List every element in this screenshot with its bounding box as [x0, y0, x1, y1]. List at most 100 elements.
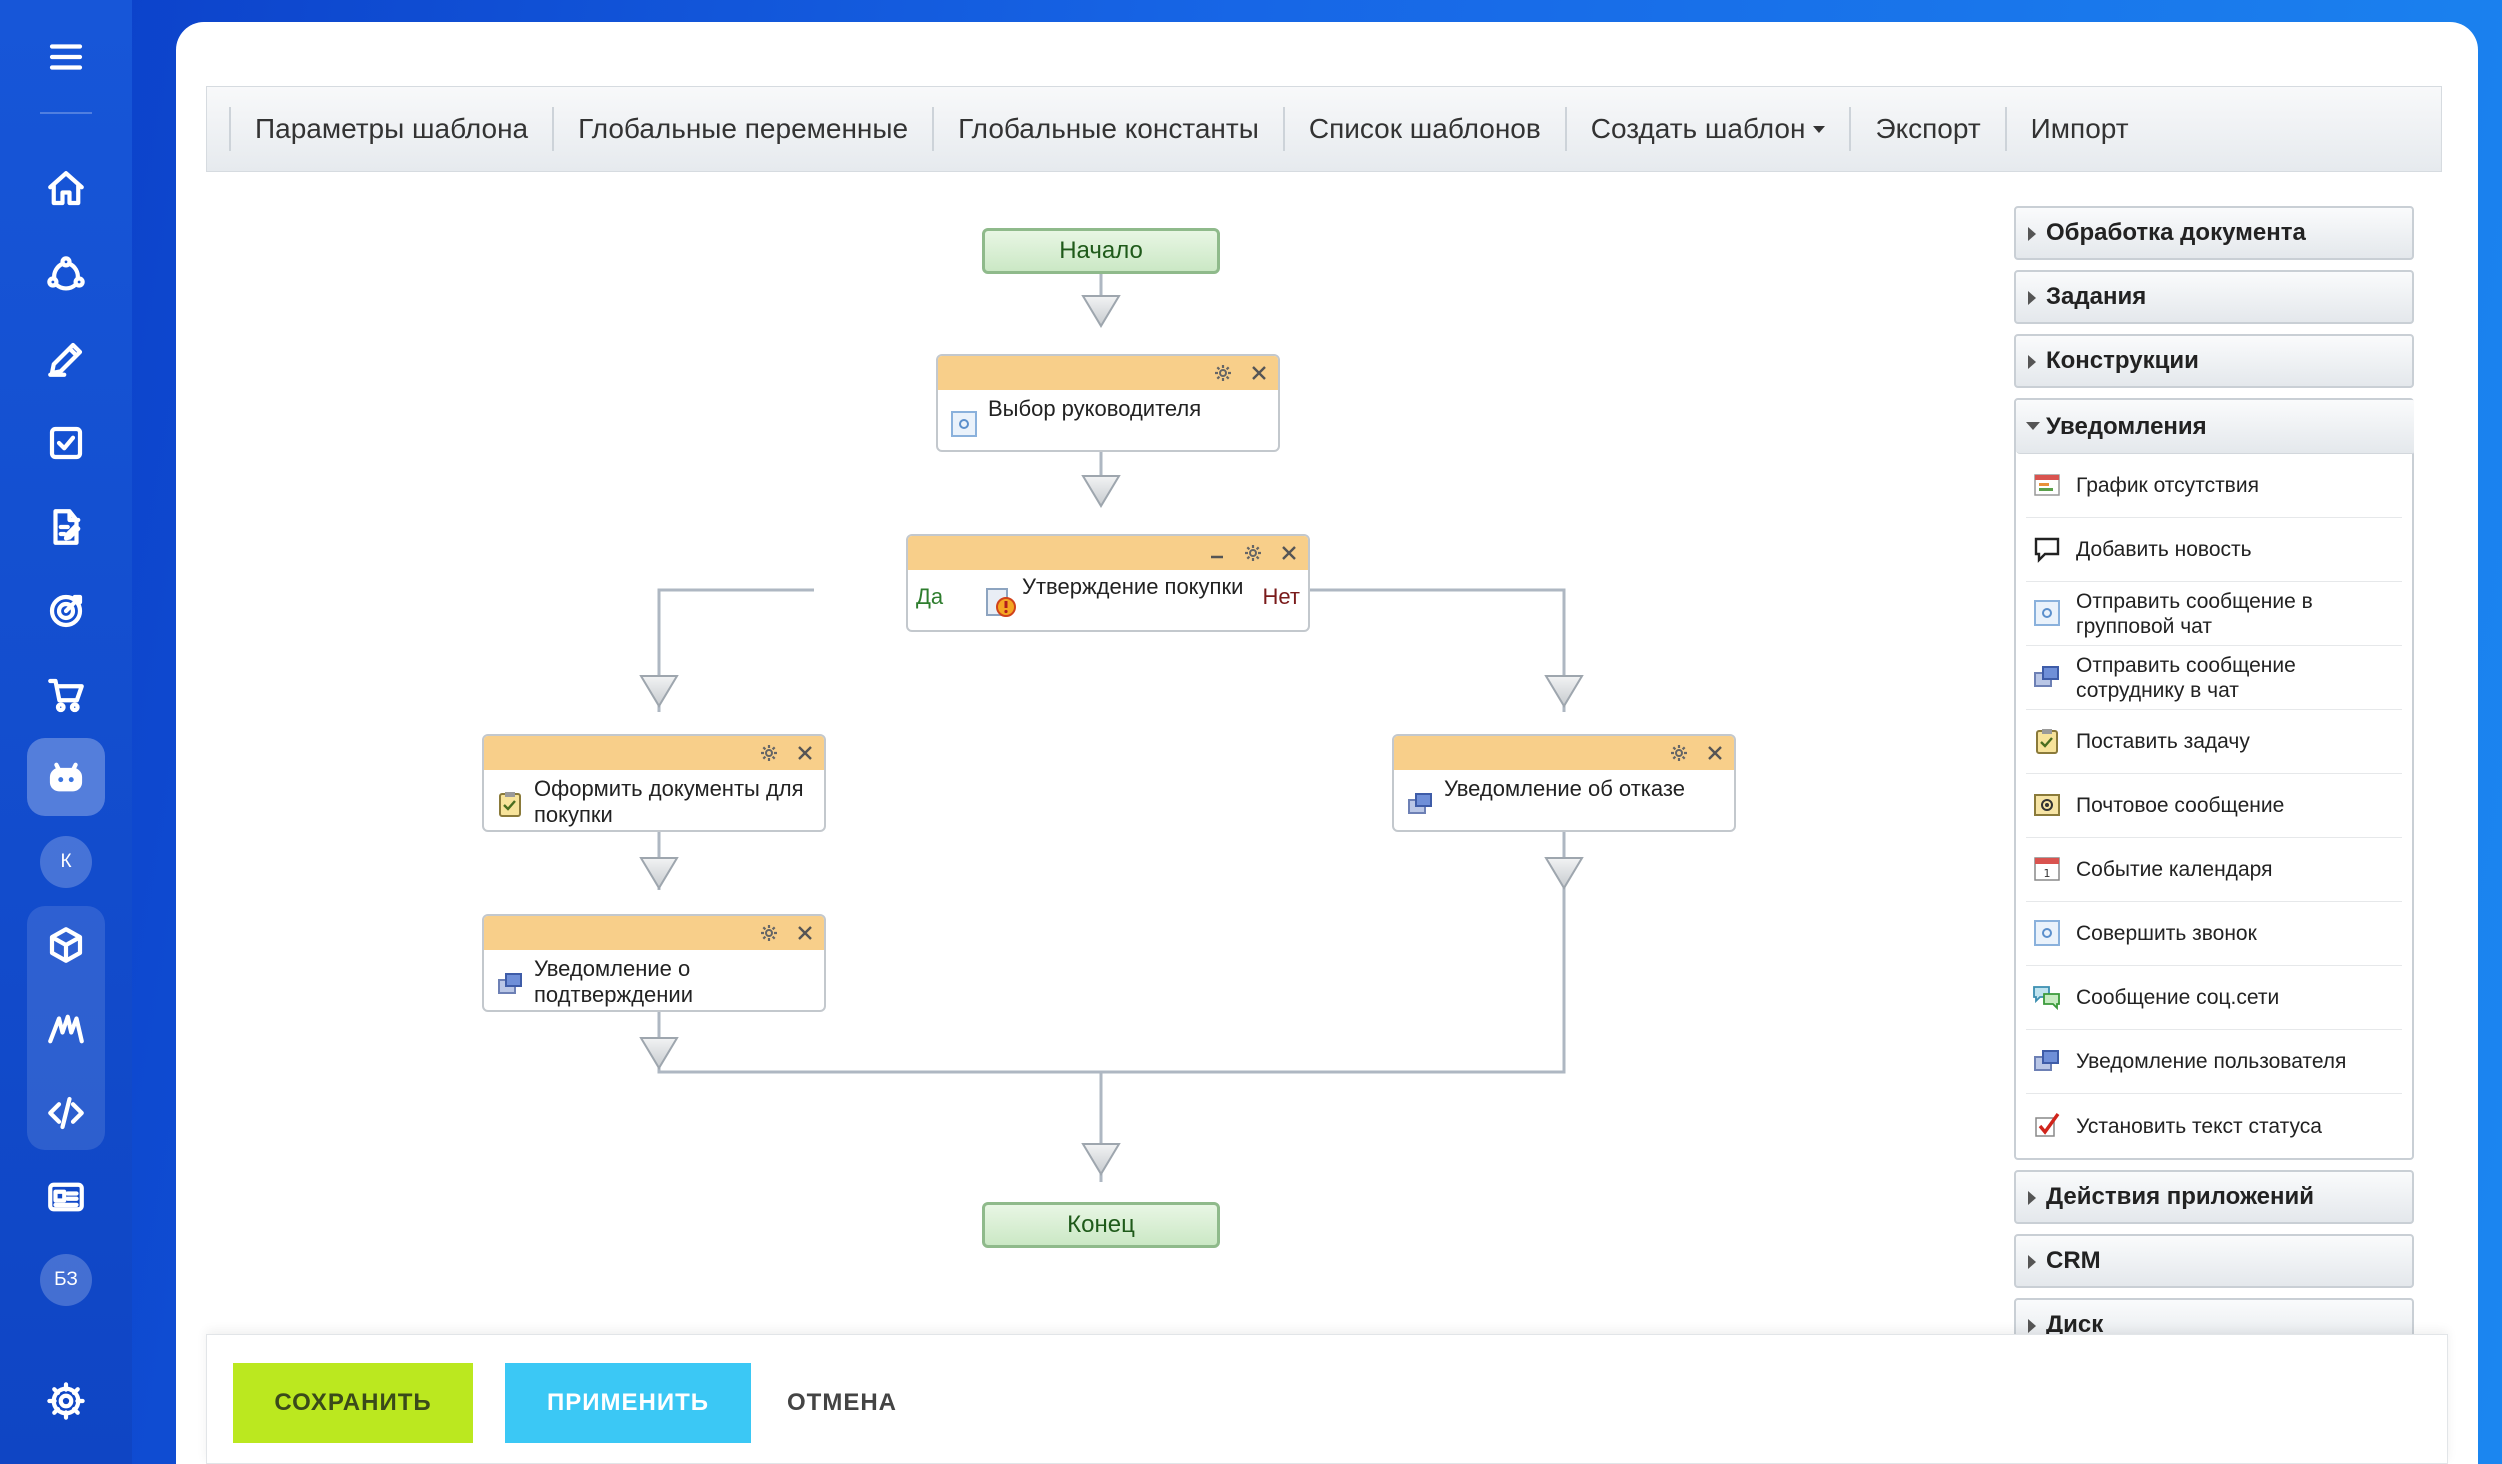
toolbar-create-template[interactable]: Создать шаблон — [1564, 107, 1850, 151]
chevron-right-icon — [2028, 1255, 2036, 1269]
item-label: Уведомление пользователя — [2076, 1050, 2347, 1073]
item-label: График отсутствия — [2076, 474, 2259, 497]
phone-call-icon — [2034, 920, 2060, 946]
template-toolbar: Параметры шаблона Глобальные переменные … — [206, 86, 2442, 172]
gear-icon[interactable] — [758, 742, 780, 764]
group-label: Задания — [2046, 283, 2147, 310]
palette-item-employee-chat-message[interactable]: Отправить сообщение сотруднику в чат — [2026, 646, 2402, 710]
waves-icon[interactable] — [33, 996, 99, 1062]
toolbar-template-list[interactable]: Список шаблонов — [1282, 107, 1565, 151]
target-icon[interactable] — [33, 578, 99, 644]
activity-header — [484, 736, 824, 770]
edit-icon[interactable] — [33, 326, 99, 392]
close-icon[interactable] — [1704, 742, 1726, 764]
toolbar-template-params[interactable]: Параметры шаблона — [229, 107, 552, 151]
robot-icon[interactable] — [33, 744, 99, 810]
palette-item-absence-chart[interactable]: График отсутствия — [2026, 454, 2402, 518]
close-icon[interactable] — [1278, 542, 1300, 564]
group-label: Обработка документа — [2046, 219, 2306, 246]
toolbar-export[interactable]: Экспорт — [1849, 107, 2004, 151]
task-check-icon[interactable] — [33, 410, 99, 476]
gear-icon[interactable] — [758, 922, 780, 944]
minimize-icon[interactable] — [1206, 542, 1228, 564]
activity-label: Утверждение покупки — [1022, 574, 1244, 599]
home-icon[interactable] — [33, 156, 99, 222]
item-label: Сообщение соц.сети — [2076, 986, 2280, 1009]
flow-start[interactable]: Начало — [982, 228, 1220, 274]
toolbar-global-variables[interactable]: Глобальные переменные — [552, 107, 932, 151]
palette-group-disk[interactable]: Диск — [2014, 1298, 2414, 1336]
palette-item-make-call[interactable]: Совершить звонок — [2026, 902, 2402, 966]
menu-icon[interactable] — [33, 24, 99, 90]
close-icon[interactable] — [794, 922, 816, 944]
chevron-right-icon — [2028, 227, 2036, 241]
speech-bubble-icon — [2034, 537, 2060, 563]
rail-badge-bz[interactable]: БЗ — [40, 1254, 92, 1306]
toolbar-global-constants[interactable]: Глобальные константы — [932, 107, 1283, 151]
calendar-chart-icon — [2034, 474, 2060, 496]
activity-prepare-documents[interactable]: Оформить документы для покупки — [482, 734, 826, 832]
gear-icon[interactable] — [1212, 362, 1234, 384]
palette-item-add-news[interactable]: Добавить новость — [2026, 518, 2402, 582]
activity-confirmation-notice[interactable]: Уведомление о подтверждении — [482, 914, 826, 1012]
network-icon[interactable] — [33, 242, 99, 308]
activity-rejection-notice[interactable]: Уведомление об отказе — [1392, 734, 1736, 832]
activity-purchase-approval[interactable]: Да Утверждение покупки Нет — [906, 534, 1310, 632]
flow-end[interactable]: Конец — [982, 1202, 1220, 1248]
palette-group-crm[interactable]: CRM — [2014, 1234, 2414, 1288]
palette-group-notifications[interactable]: Уведомления — [2016, 400, 2414, 454]
activity-header — [484, 916, 824, 950]
close-icon[interactable] — [1248, 362, 1270, 384]
contact-card-icon[interactable] — [33, 1164, 99, 1230]
cart-icon[interactable] — [33, 662, 99, 728]
chevron-down-icon — [1813, 125, 1826, 133]
close-icon[interactable] — [794, 742, 816, 764]
palette-group-document-processing[interactable]: Обработка документа — [2014, 206, 2414, 260]
item-label: Добавить новость — [2076, 538, 2252, 561]
checkmark-icon — [2035, 1113, 2060, 1137]
palette-item-social-message[interactable]: Сообщение соц.сети — [2026, 966, 2402, 1030]
gear-icon[interactable] — [33, 1368, 99, 1434]
rail-badge-k[interactable]: К — [40, 836, 92, 888]
document-edit-icon[interactable] — [33, 494, 99, 560]
palette-group-notifications-expanded: Уведомления График отсутствия Добавить н… — [2014, 398, 2414, 1160]
activity-select-manager[interactable]: Выбор руководителя — [936, 354, 1280, 452]
apply-button[interactable]: ПРИМЕНИТЬ — [505, 1363, 751, 1443]
toolbar-import[interactable]: Импорт — [2004, 107, 2153, 151]
palette-item-calendar-event[interactable]: 1 Событие календаря — [2026, 838, 2402, 902]
item-label: Совершить звонок — [2076, 922, 2257, 945]
user-notify-icon — [2034, 666, 2059, 687]
activity-icon — [951, 411, 977, 437]
branch-yes-label: Да — [916, 584, 944, 609]
group-label: Конструкции — [2046, 347, 2199, 374]
item-label: Установить текст статуса — [2076, 1114, 2322, 1138]
activity-label: Выбор руководителя — [988, 396, 1202, 421]
group-label: CRM — [2046, 1247, 2101, 1274]
palette-item-set-task[interactable]: Поставить задачу — [2026, 710, 2402, 774]
workflow-canvas: Начало Выбор руководителя Да Утвержде — [206, 192, 1986, 1342]
palette-group-tasks[interactable]: Задания — [2014, 270, 2414, 324]
chevron-right-icon — [2028, 1191, 2036, 1205]
palette-item-group-chat-message[interactable]: Отправить сообщение в групповой чат — [2026, 582, 2402, 646]
palette-group-constructions[interactable]: Конструкции — [2014, 334, 2414, 388]
palette-item-user-notification[interactable]: Уведомление пользователя — [2026, 1030, 2402, 1094]
activity-label: Уведомление о подтверждении — [534, 956, 694, 1007]
cube-icon[interactable] — [33, 912, 99, 978]
flow-arrows — [639, 295, 1584, 1176]
clipboard-task-icon — [499, 792, 521, 817]
chat-icon — [2034, 600, 2060, 626]
group-label: Диск — [2046, 1311, 2104, 1336]
code-icon[interactable] — [33, 1080, 99, 1146]
palette-group-app-actions[interactable]: Действия приложений — [2014, 1170, 2414, 1224]
gear-icon[interactable] — [1668, 742, 1690, 764]
palette-item-set-status-text[interactable]: Установить текст статуса — [2026, 1094, 2402, 1158]
activity-header — [908, 536, 1308, 570]
palette-item-mail-message[interactable]: Почтовое сообщение — [2026, 774, 2402, 838]
save-button[interactable]: СОХРАНИТЬ — [233, 1363, 473, 1443]
chevron-right-icon — [2028, 291, 2036, 305]
activity-palette: Обработка документа Задания Конструкции … — [2014, 206, 2414, 1336]
mail-at-icon — [2034, 794, 2060, 816]
gear-icon[interactable] — [1242, 542, 1264, 564]
item-label: Событие календаря — [2076, 858, 2273, 881]
cancel-button[interactable]: ОТМЕНА — [787, 1389, 897, 1416]
